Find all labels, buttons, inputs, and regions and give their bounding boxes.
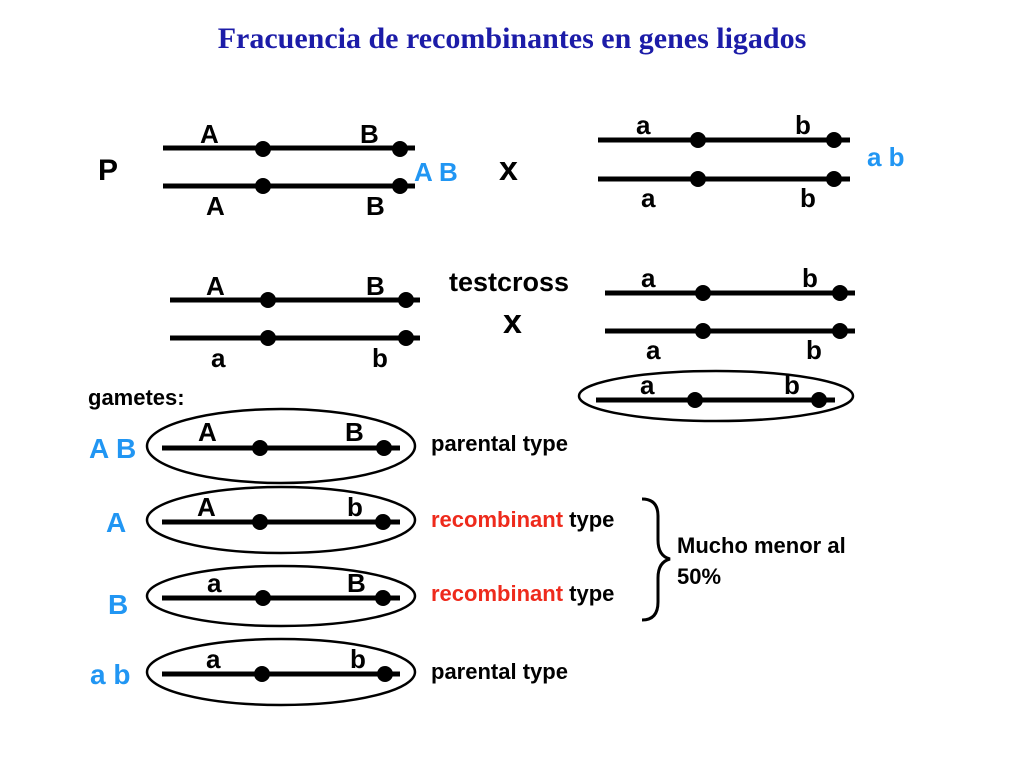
parent2-locus-a-bottom	[690, 171, 706, 187]
parent1-allele-bottom-right: B	[366, 191, 385, 221]
recombinant-note-line2: 50%	[677, 564, 721, 589]
tester-allele-top-left: a	[641, 263, 656, 293]
f1-allele-top-right: B	[366, 271, 385, 301]
tester-chromosome-pair: a b a b	[605, 263, 855, 365]
gamete-locus-b	[377, 666, 393, 682]
parent2-chromosome-pair: a b a b a b	[598, 110, 905, 213]
gamete-allele-left: A	[198, 417, 217, 447]
gamete-type-suffix: parental type	[431, 659, 568, 684]
parent1-allele-bottom-left: A	[206, 191, 225, 221]
parent2-allele-bottom-left: a	[641, 183, 656, 213]
gamete-locus-a	[254, 666, 270, 682]
tester-locus-b-top	[832, 285, 848, 301]
parent1-chromosome-pair: A B A B A B	[163, 119, 458, 221]
gamete-genotype: a b	[90, 659, 130, 690]
gamete-outline	[145, 485, 417, 555]
tester-gamete-allele-right: b	[784, 370, 800, 400]
parent2-allele-top-right: b	[795, 110, 811, 140]
testcross-symbol: x	[503, 303, 522, 341]
gamete-type-label: parental type	[431, 431, 568, 456]
gamete-type-suffix: type	[563, 581, 614, 606]
parent2-locus-b-bottom	[826, 171, 842, 187]
f1-chromosome-pair: A B a b	[170, 271, 420, 373]
gamete-type-highlight: recombinant	[431, 581, 564, 606]
parent1-allele-top-left: A	[200, 119, 219, 149]
gamete-type-suffix: parental type	[431, 431, 568, 456]
gamete-genotype: A	[106, 507, 126, 538]
gamete-outline	[145, 407, 417, 485]
slide-title: Fracuencia de recombinantes en genes lig…	[217, 22, 807, 55]
gamete-type-highlight: recombinant	[431, 507, 564, 532]
tester-allele-bottom-left: a	[646, 335, 661, 365]
f1-allele-bottom-left: a	[211, 343, 226, 373]
f1-locus-b-top	[398, 292, 414, 308]
tester-gamete: a b	[577, 369, 855, 423]
f1-allele-top-left: A	[206, 271, 225, 301]
parent2-genotype: a b	[867, 142, 905, 172]
recombinant-note-line1: Mucho menor al	[677, 533, 846, 558]
p-generation-label: P	[98, 154, 118, 187]
gamete-locus-a	[255, 590, 271, 606]
gamete-row: A B A B parental type	[89, 407, 568, 485]
gamete-allele-right: b	[347, 492, 363, 522]
f1-locus-a-top	[260, 292, 276, 308]
tester-locus-b-bottom	[832, 323, 848, 339]
gamete-genotype: A B	[89, 433, 136, 464]
testcross-label: testcross	[449, 267, 569, 297]
gamete-locus-a	[252, 440, 268, 456]
parent1-locus-b-bottom	[392, 178, 408, 194]
parent1-allele-top-right: B	[360, 119, 379, 149]
tester-locus-a-bottom	[695, 323, 711, 339]
parent2-allele-top-left: a	[636, 110, 651, 140]
f1-locus-a-bottom	[260, 330, 276, 346]
tester-gamete-locus-a	[687, 392, 703, 408]
gamete-allele-left: a	[206, 644, 221, 674]
gamete-locus-b	[375, 514, 391, 530]
parent1-genotype: A B	[414, 157, 458, 187]
gamete-locus-b	[376, 440, 392, 456]
gamete-allele-right: b	[350, 644, 366, 674]
parent1-locus-b-top	[392, 141, 408, 157]
gamete-genotype: B	[108, 589, 128, 620]
gamete-type-suffix: type	[563, 507, 614, 532]
parent1-locus-a-top	[255, 141, 271, 157]
gamete-type-label: recombinant type	[431, 507, 614, 532]
tester-gamete-outline	[577, 369, 855, 423]
gamete-allele-left: a	[207, 568, 222, 598]
gamete-row: A A b recombinant type	[106, 485, 614, 555]
tester-gamete-locus-b	[811, 392, 827, 408]
cross-symbol: x	[499, 150, 518, 188]
f1-allele-bottom-right: b	[372, 343, 388, 373]
gamete-outline	[145, 637, 417, 707]
tester-gamete-allele-left: a	[640, 370, 655, 400]
gamete-row: B a B recombinant type	[108, 564, 614, 628]
gamete-row: a b a b parental type	[90, 637, 568, 707]
tester-allele-top-right: b	[802, 263, 818, 293]
gamete-type-label: recombinant type	[431, 581, 614, 606]
recombinant-brace	[641, 497, 671, 622]
parent2-allele-bottom-right: b	[800, 183, 816, 213]
gamete-type-label: parental type	[431, 659, 568, 684]
gametes-heading: gametes:	[88, 385, 185, 410]
gamete-allele-right: B	[345, 417, 364, 447]
parent1-locus-a-bottom	[255, 178, 271, 194]
f1-locus-b-bottom	[398, 330, 414, 346]
parent2-locus-b-top	[826, 132, 842, 148]
tester-allele-bottom-right: b	[806, 335, 822, 365]
gamete-locus-a	[252, 514, 268, 530]
gamete-allele-right: B	[347, 568, 366, 598]
parent2-locus-a-top	[690, 132, 706, 148]
gamete-outline	[145, 564, 417, 628]
gamete-allele-left: A	[197, 492, 216, 522]
tester-locus-a-top	[695, 285, 711, 301]
gamete-locus-b	[375, 590, 391, 606]
